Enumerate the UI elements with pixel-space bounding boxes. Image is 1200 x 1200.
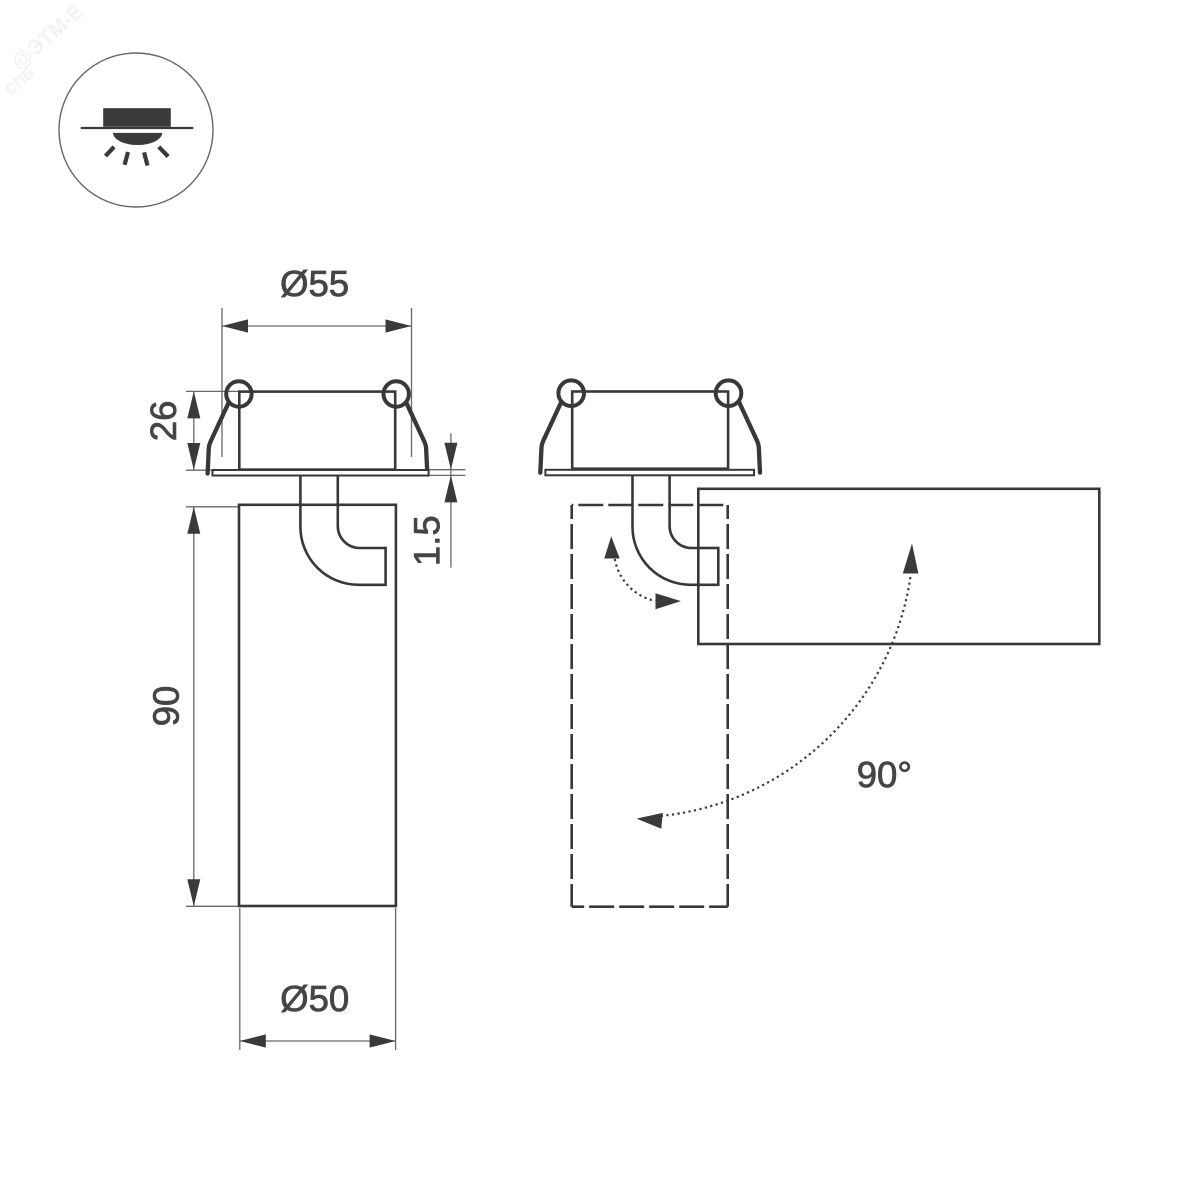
svg-text:@ЭТМ-Е: @ЭТМ-Е (7, 0, 88, 74)
svg-text:СПБ: СПБ (2, 64, 38, 98)
